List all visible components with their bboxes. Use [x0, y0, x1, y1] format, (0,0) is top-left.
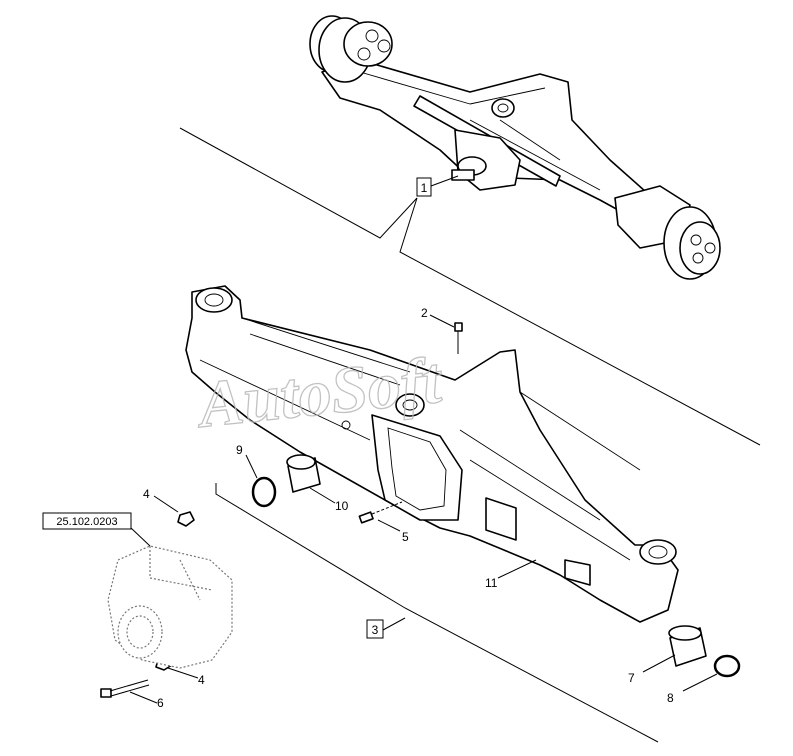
leader-lines — [129, 127, 761, 743]
callout-label-4-upper: 4 — [143, 487, 150, 501]
bolt-2-drawing — [454, 322, 463, 354]
nut-4-upper-drawing — [177, 511, 195, 527]
callout-label-1: 1 — [421, 181, 428, 195]
axle-assembly-drawing — [309, 15, 721, 280]
callout-label-11: 11 — [485, 576, 498, 590]
callout-box-1: 1 — [416, 177, 432, 197]
callout-label-4-lower: 4 — [198, 673, 205, 687]
right-hub-drawing — [614, 185, 721, 280]
callout-box-3: 3 — [366, 619, 384, 639]
callout-label-6: 6 — [157, 696, 164, 710]
callout-label-10: 10 — [335, 499, 349, 513]
bushing-10-drawing — [286, 454, 321, 493]
bushing-7-drawing — [668, 625, 707, 667]
callout-label-9: 9 — [236, 443, 243, 457]
callout-label-8: 8 — [667, 691, 674, 705]
callout-label-5: 5 — [402, 530, 409, 544]
reference-code-label: 25.102.0203 — [56, 516, 117, 528]
axle-beam-drawing — [185, 285, 679, 623]
reference-code-box: 25.102.0203 — [42, 512, 132, 530]
differential-housing-ghost-drawing — [107, 545, 233, 669]
pin-5-drawing — [358, 501, 403, 524]
callout-label-2: 2 — [421, 306, 428, 320]
ring-9-drawing — [251, 476, 277, 508]
left-hub-drawing — [309, 15, 393, 83]
bolt-6-drawing — [100, 679, 150, 698]
callout-label-7: 7 — [628, 671, 635, 685]
callout-label-3: 3 — [372, 623, 379, 637]
ring-8-drawing — [713, 654, 741, 678]
